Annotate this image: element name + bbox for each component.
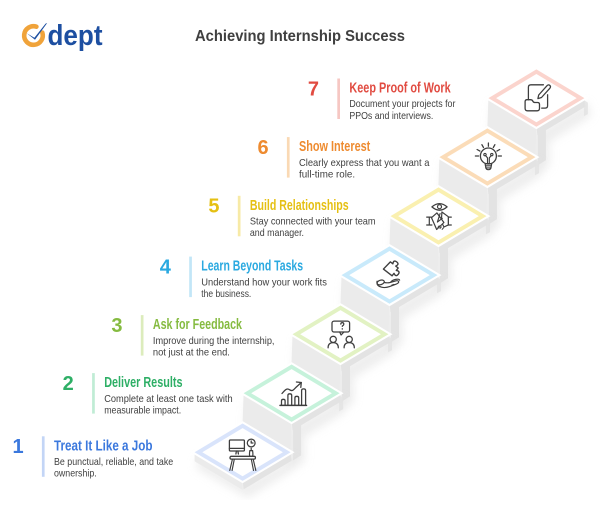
svg-text:and manager.: and manager. (250, 228, 304, 239)
svg-text:Stay connected with your team: Stay connected with your team (250, 217, 376, 228)
svg-text:Improve during the internship,: Improve during the internship, (153, 336, 275, 347)
svg-text:measurable impact.: measurable impact. (104, 405, 181, 416)
svg-text:Treat It Like a Job: Treat It Like a Job (54, 438, 153, 454)
svg-text:Keep Proof of Work: Keep Proof of Work (349, 81, 451, 97)
svg-text:6: 6 (257, 137, 268, 159)
svg-text:ownership.: ownership. (54, 469, 97, 480)
svg-text:Understand how your work fits: Understand how your work fits (201, 277, 327, 288)
svg-text:Show Interest: Show Interest (299, 139, 370, 155)
svg-text:not just at the end.: not just at the end. (153, 347, 230, 358)
svg-text:Achieving Internship Success: Achieving Internship Success (195, 28, 405, 45)
svg-text:Build Relationships: Build Relationships (250, 198, 349, 214)
svg-text:PPOs and interviews.: PPOs and interviews. (349, 111, 433, 122)
svg-text:the business.: the business. (201, 289, 251, 300)
svg-text:Document your projects for: Document your projects for (349, 99, 455, 110)
svg-text:7: 7 (308, 78, 319, 100)
svg-text:full-time role.: full-time role. (299, 169, 355, 180)
svg-text:Ask for Feedback: Ask for Feedback (153, 317, 243, 333)
svg-text:Learn Beyond Tasks: Learn Beyond Tasks (201, 259, 303, 275)
svg-text:3: 3 (111, 315, 122, 337)
svg-text:4: 4 (160, 257, 172, 279)
svg-text:dept: dept (48, 20, 103, 52)
svg-text:Deliver Results: Deliver Results (104, 375, 182, 391)
svg-text:2: 2 (63, 373, 74, 395)
svg-text:1: 1 (12, 436, 23, 458)
svg-text:Be punctual, reliable, and tak: Be punctual, reliable, and take (54, 457, 173, 468)
svg-text:Clearly express that you want: Clearly express that you want a (299, 158, 430, 169)
svg-text:5: 5 (208, 196, 219, 218)
svg-text:Complete at least one task wit: Complete at least one task with (104, 394, 233, 405)
